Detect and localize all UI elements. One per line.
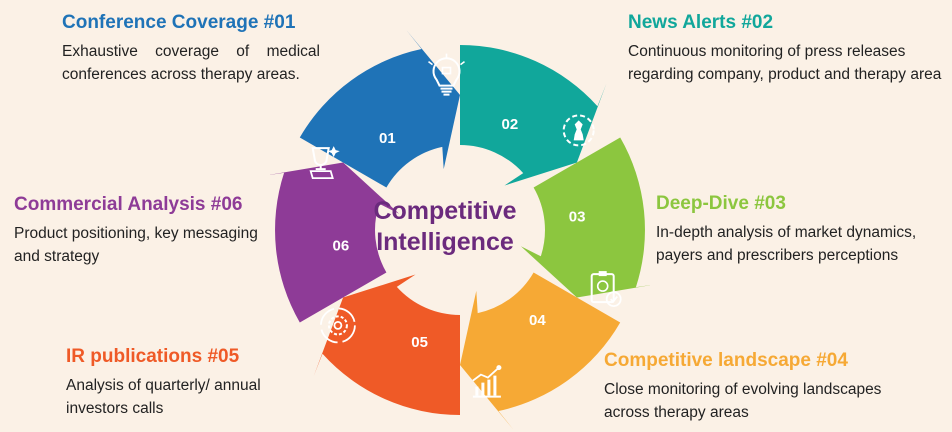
step-4-description: Close monitoring of evolving landscapes … xyxy=(604,381,882,421)
bulb-shape xyxy=(432,57,461,87)
step-number-01: 01 xyxy=(379,130,396,147)
step-3-description: In-depth analysis of market dynamics, pa… xyxy=(656,224,917,264)
trophy-stem xyxy=(315,164,326,171)
step-4-title: Competitive landscape #04 xyxy=(604,350,848,371)
center-title: Competitive Intelligence xyxy=(360,196,530,258)
step-2-title: News Alerts #02 xyxy=(628,12,774,33)
step-1-title: Conference Coverage #01 xyxy=(62,12,296,33)
center-title-line2: Intelligence xyxy=(376,228,514,256)
check-circle xyxy=(605,291,622,308)
step-4-block: Competitive landscape #04 Close monitori… xyxy=(604,350,904,424)
step-5-block: IR publications #05 Analysis of quarterl… xyxy=(66,346,316,420)
clipboard-check-icon xyxy=(590,271,622,308)
gear-ring xyxy=(562,114,595,147)
cycle-arrow-03 xyxy=(520,137,650,298)
bar-chart-icon xyxy=(472,365,502,398)
step-6-description: Product positioning, key messaging and s… xyxy=(14,225,258,265)
step-number-04: 04 xyxy=(529,312,546,329)
step-number-05: 05 xyxy=(411,334,428,351)
check-mark xyxy=(610,296,618,303)
gear-hub xyxy=(333,320,343,330)
step-6-title: Commercial Analysis #06 xyxy=(14,194,243,215)
step-5-description: Analysis of quarterly/ annual investors … xyxy=(66,377,261,417)
cycle-diagram: 01 02 03 04 05 06 xyxy=(270,30,650,430)
step-6-block: Commercial Analysis #06 Product position… xyxy=(14,194,264,268)
step-2-block: News Alerts #02 Continuous monitoring of… xyxy=(628,12,948,86)
chart-bars xyxy=(475,375,497,396)
clipboard-clip xyxy=(598,271,607,277)
lightbulb-puzzle-icon xyxy=(428,53,465,96)
bulb-rays xyxy=(428,53,465,66)
step-3-block: Deep-Dive #03 In-depth analysis of marke… xyxy=(656,193,952,267)
sparkle xyxy=(327,146,340,158)
bulb-base xyxy=(440,87,453,96)
step-number-06: 06 xyxy=(333,238,350,255)
cycle-arrow-02 xyxy=(460,45,607,186)
step-5-title: IR publications #05 xyxy=(66,346,240,367)
cycle-arrow-06 xyxy=(270,162,400,323)
step-1-description: Exhaustive coverage of medical conferenc… xyxy=(62,43,320,83)
step-number-03: 03 xyxy=(569,209,586,226)
gear-chess-icon xyxy=(562,114,595,147)
center-title-line1: Competitive xyxy=(373,197,517,225)
puzzle-piece xyxy=(441,66,452,75)
step-number-02: 02 xyxy=(502,116,519,133)
step-2-description: Continuous monitoring of press releases … xyxy=(628,43,942,83)
gear-cycle-icon xyxy=(319,307,356,344)
cycle-arrow-05 xyxy=(313,274,460,415)
cycle-ring xyxy=(319,307,356,344)
hand xyxy=(309,170,334,180)
chart-trend xyxy=(472,366,500,382)
step-1-block: Conference Coverage #01 Exhaustive cover… xyxy=(62,12,320,86)
chess-piece xyxy=(573,120,584,141)
trophy-hand-icon xyxy=(309,146,340,180)
step-3-title: Deep-Dive #03 xyxy=(656,193,786,214)
trend-dot xyxy=(496,365,502,371)
clipboard-gear xyxy=(596,280,609,292)
cycle-arrow-04 xyxy=(460,272,621,430)
cycle-arrow-01 xyxy=(299,30,460,188)
gear-ring xyxy=(327,315,348,336)
